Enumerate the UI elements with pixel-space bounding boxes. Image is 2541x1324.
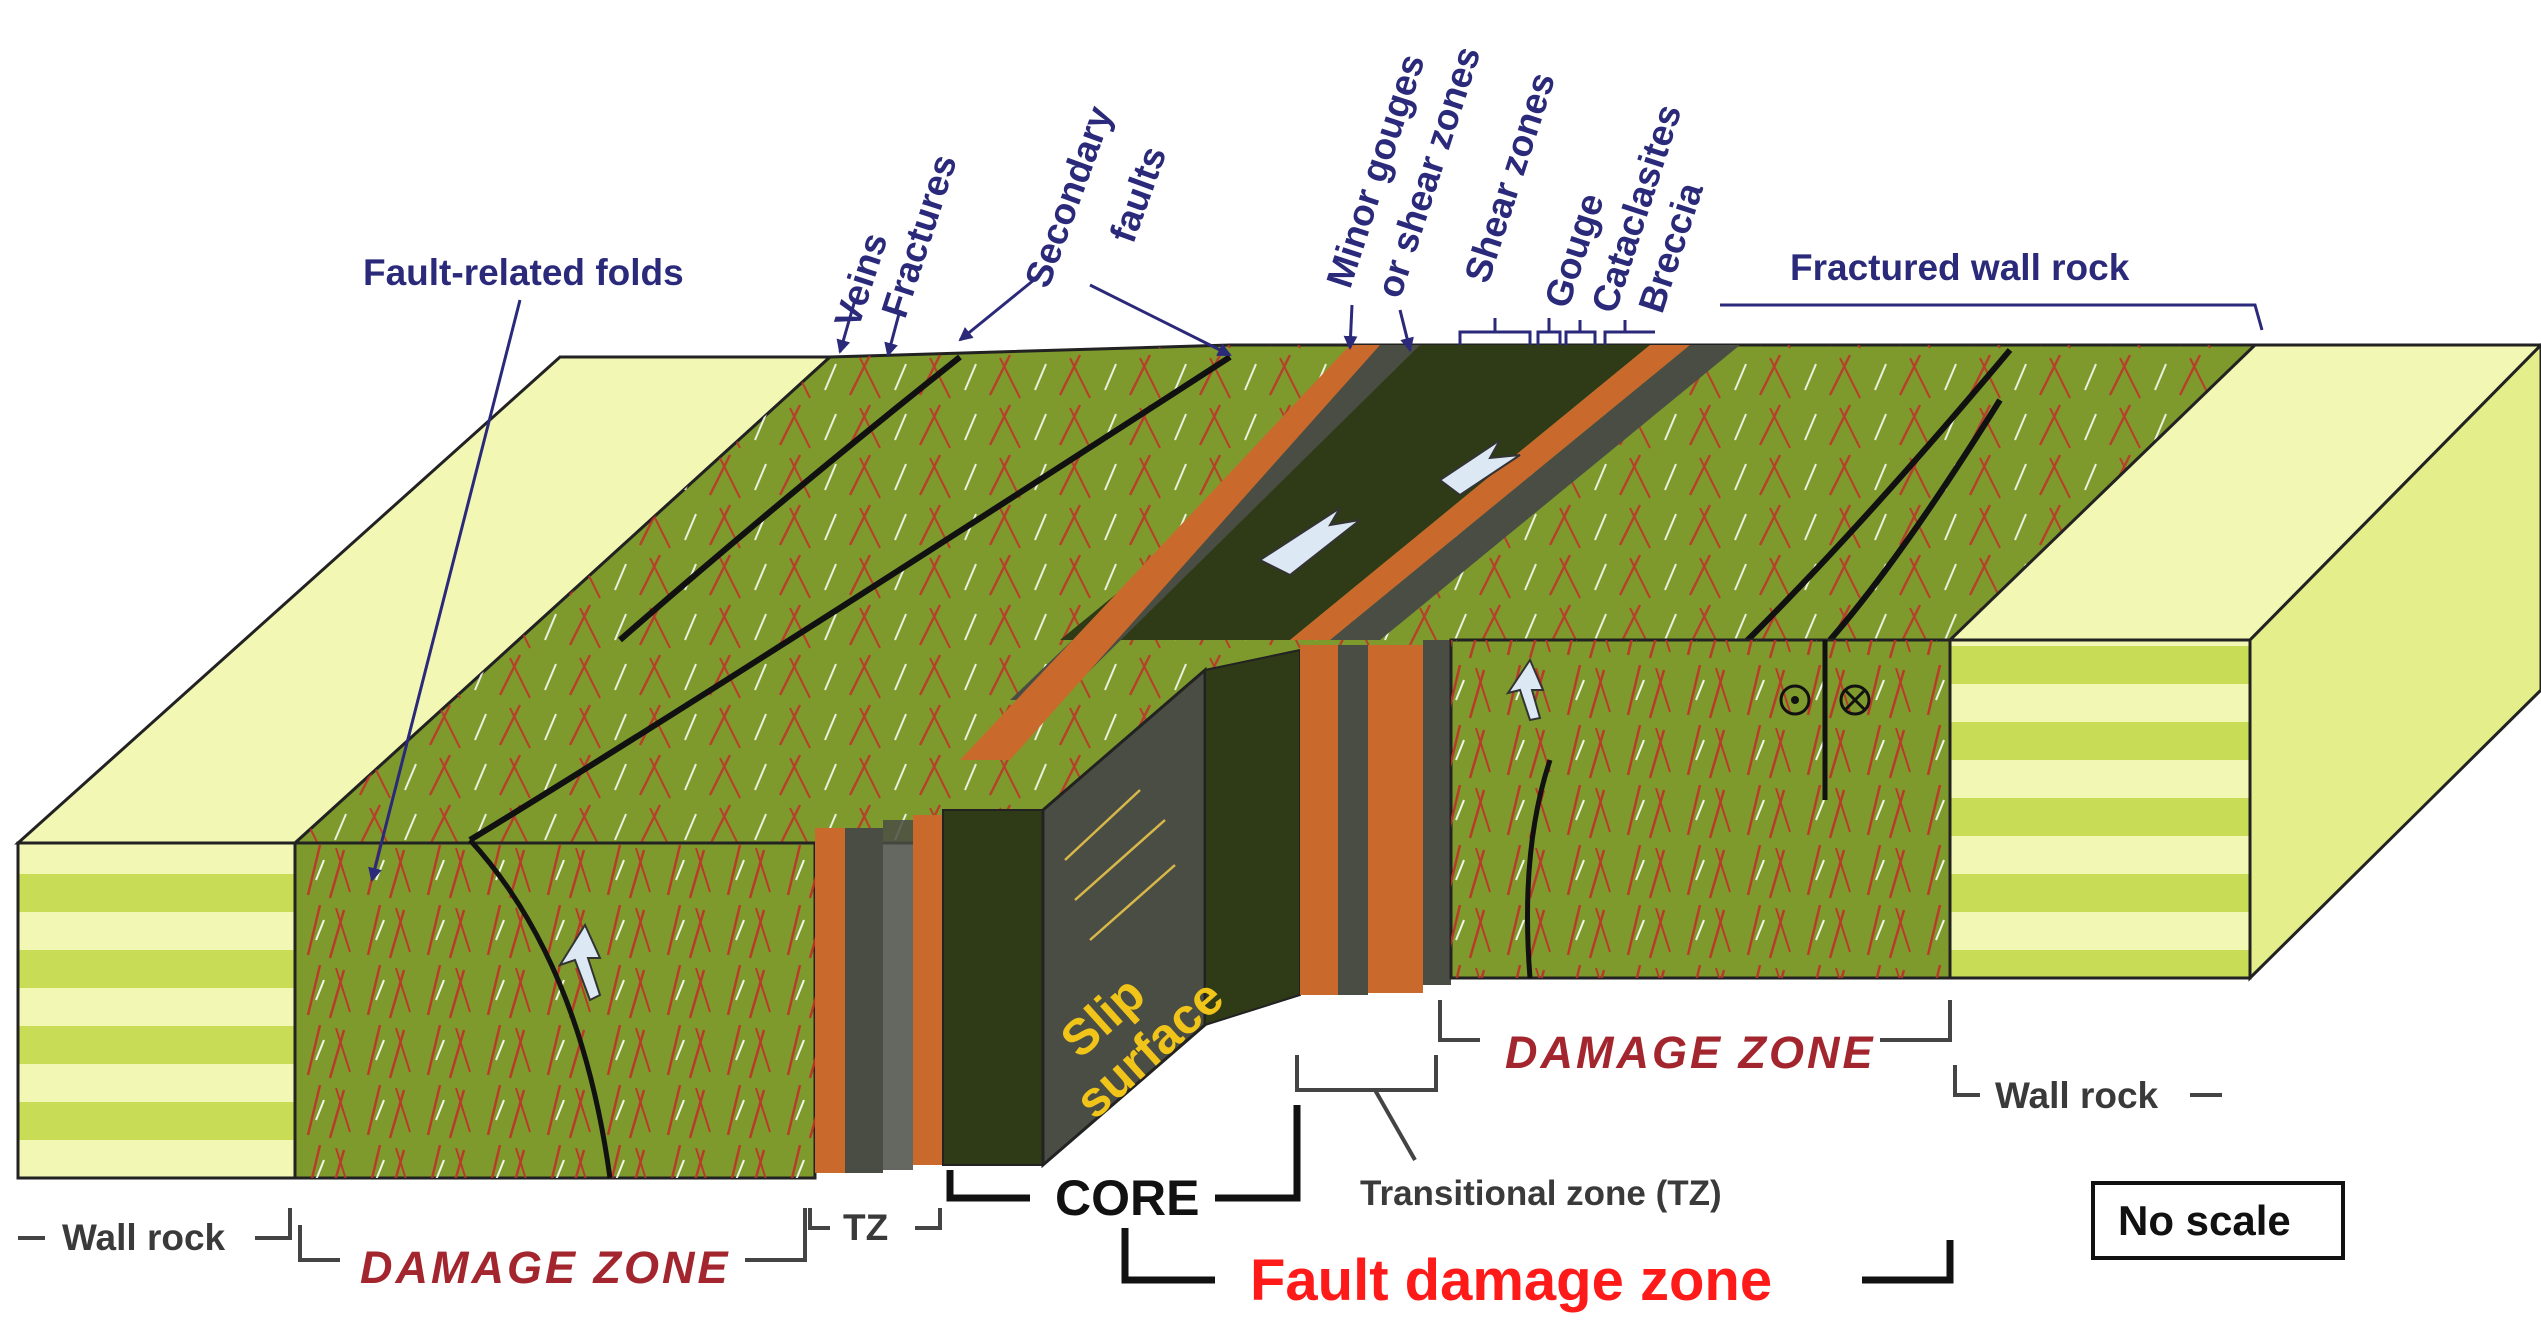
tz-left-band-4 xyxy=(913,815,943,1165)
label-damage-zone-left: DAMAGE ZONE xyxy=(360,1242,731,1293)
label-wall-rock-right: Wall rock xyxy=(1995,1075,2159,1116)
label-secondary-line-1: Secondary xyxy=(1017,101,1120,293)
core-front xyxy=(942,809,1044,1166)
left-wall-rock-front xyxy=(16,841,297,1180)
bracket-fractured-wall-rock xyxy=(1720,303,2264,331)
bracket-damage-zone-right-end xyxy=(1880,1000,1952,1042)
pointer-fault-related-folds xyxy=(368,299,522,882)
front-fault-trace-right xyxy=(1525,759,1553,979)
pointer-secondary-faults-a xyxy=(958,273,1041,342)
label-damage-zone-right: DAMAGE ZONE xyxy=(1505,1027,1876,1078)
pointer-minor-gouges-a xyxy=(1343,304,1358,350)
pointer-minor-gouges-b xyxy=(1398,309,1414,352)
tz-right-band-3 xyxy=(1368,645,1423,993)
right-wall-rock-front xyxy=(1948,638,2252,980)
bracket-damage-zone-right-start xyxy=(1438,1000,1480,1042)
tz-right-band-2 xyxy=(1338,645,1368,995)
bracket-wall-rock-left-end xyxy=(255,1208,292,1240)
orange-band-right-top xyxy=(1290,345,1690,640)
tz-left-band-1 xyxy=(815,828,845,1173)
bracket-core-end xyxy=(1215,1105,1301,1202)
label-no-scale: No scale xyxy=(2118,1197,2291,1244)
gouge-band-right-top xyxy=(1330,345,1740,640)
label-secondary-line-2: faults xyxy=(1102,141,1174,248)
bracket-shear-zones xyxy=(1458,318,1532,345)
label-transitional-zone: Transitional zone (TZ) xyxy=(1360,1174,1722,1213)
tz-left-band-2 xyxy=(845,828,883,1173)
tz-left-band-3 xyxy=(883,820,913,1170)
pointer-fractures xyxy=(884,309,902,357)
slip-surface-striations xyxy=(1064,789,1176,941)
pointer-transitional-zone xyxy=(1373,1089,1417,1161)
front-fault-trace-left xyxy=(468,838,613,1179)
bracket-tz-end xyxy=(915,1208,942,1230)
no-scale-box: No scale xyxy=(2091,1181,2345,1260)
label-core: CORE xyxy=(1055,1170,1199,1226)
label-fractures: Fractures xyxy=(874,149,965,322)
tz-right-band-4 xyxy=(1423,640,1451,985)
pointer-secondary-faults-b xyxy=(1089,283,1232,357)
label-tz: TZ xyxy=(843,1207,888,1248)
label-wall-rock-left: Wall rock xyxy=(62,1217,226,1258)
bracket-fault-damage-zone-start xyxy=(1121,1228,1215,1284)
slip-arrow-icon xyxy=(1505,657,1545,722)
core-right-block xyxy=(1204,648,1301,1027)
bracket-cataclasites xyxy=(1564,320,1597,345)
secondary-fault-trace-left xyxy=(618,354,962,643)
label-fault-related-folds: Fault-related folds xyxy=(363,252,684,293)
secondary-fault-trace-left-2 xyxy=(468,354,1232,843)
secondary-fault-trace-right-2 xyxy=(1827,398,2003,642)
bracket-tz-start xyxy=(808,1208,830,1230)
bracket-damage-zone-left-start xyxy=(298,1225,340,1262)
bracket-breccia xyxy=(1603,320,1655,345)
slip-arrow-icon xyxy=(557,922,602,1002)
bracket-gouge xyxy=(1536,318,1562,345)
into-page-symbol-icon xyxy=(1839,684,1871,716)
label-fault-damage-zone: Fault damage zone xyxy=(1250,1248,1772,1313)
bracket-core-start xyxy=(946,1170,1030,1202)
pointer-veins xyxy=(836,299,857,354)
bracket-transitional-zone xyxy=(1295,1055,1438,1092)
tz-right-band-1 xyxy=(1300,645,1338,995)
block-front-face xyxy=(16,342,2541,1180)
bracket-damage-zone-left-end xyxy=(745,1208,807,1262)
right-wall-rock-side xyxy=(2248,342,2541,982)
bracket-fault-damage-zone-end xyxy=(1862,1240,1954,1284)
out-of-page-symbol-icon xyxy=(1779,684,1811,716)
core-top-strip xyxy=(1060,345,1650,640)
slip-arrow-icon xyxy=(1257,439,1521,577)
orange-band-left-top xyxy=(960,345,1380,760)
label-fractured-wall-rock: Fractured wall rock xyxy=(1790,247,2130,288)
bracket-wall-rock-right-start xyxy=(1953,1065,1980,1097)
